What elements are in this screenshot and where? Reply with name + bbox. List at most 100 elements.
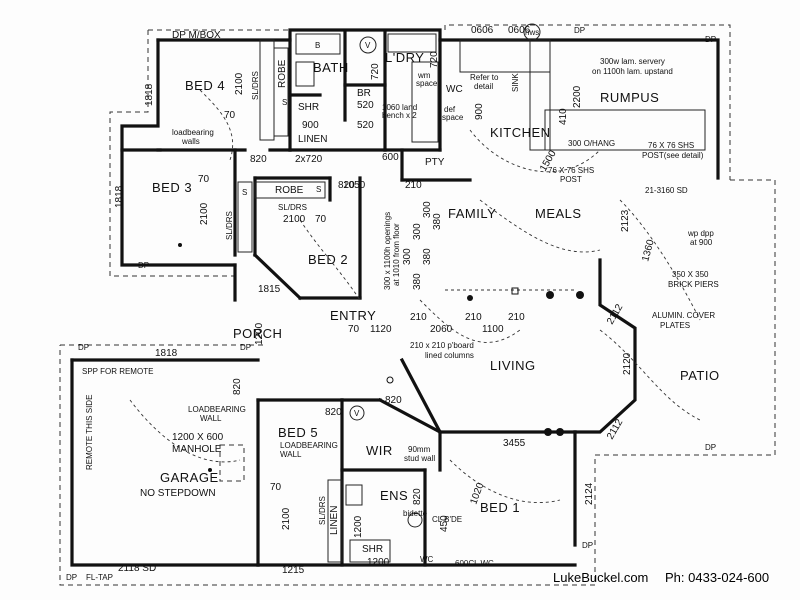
dim-1200: 1200 (367, 557, 390, 568)
note-sldrs-bed2: SL/DRS (278, 203, 307, 212)
room-rumpus: RUMPUS (600, 90, 659, 105)
dim-70: 70 (270, 482, 282, 493)
dp-label: DP (240, 343, 251, 352)
dim-2100: 2100 (283, 214, 306, 225)
note-loadbearing: loadbearing (172, 128, 214, 137)
note-wp-dpp: wp dpp (687, 229, 714, 238)
dim-70: 70 (198, 174, 210, 185)
manhole-outline (219, 444, 245, 482)
dim-0606: 0606 (471, 25, 494, 36)
note-loadbearing-b: walls (181, 137, 200, 146)
dp-label: DP (705, 35, 716, 44)
room-ensuite: ENS (380, 488, 408, 503)
dp-label: DP (705, 443, 716, 452)
note-v2: V (354, 409, 360, 418)
note-fl-tap: FL-TAP (86, 573, 113, 582)
dim-2100: 2100 (281, 507, 292, 530)
note-bidette: bidette (403, 509, 428, 518)
note-openings-b: at 1010 from floor (392, 223, 401, 286)
note-wp-dpp-b: at 900 (690, 238, 713, 247)
note-refer-detail-b: detail (474, 82, 493, 91)
room-bed1: BED 1 (480, 500, 520, 515)
dim-1200: 1200 (353, 515, 364, 538)
room-linen-top: LINEN (298, 134, 327, 145)
dim-720: 720 (370, 63, 381, 80)
electrical-lines (129, 89, 701, 504)
note-loadbearing-bed5-b: WALL (280, 450, 302, 459)
footer-website: LukeBuckel.com (553, 570, 648, 585)
dim-210: 210 (508, 312, 525, 323)
footer-watermark: LukeBuckel.com Ph: 0433-024-600 (553, 570, 769, 585)
hws-symbol (523, 23, 541, 41)
dim-1815: 1815 (258, 284, 281, 295)
note-linen-land-b: bench x 2 (382, 111, 417, 120)
note-wc-bottom: WC (420, 555, 434, 564)
downpipe-labels: DP DP DP DP DP DP DP DP (66, 26, 716, 582)
room-linen-bottom: LINEN (329, 506, 340, 535)
dim-820: 820 (385, 395, 402, 406)
note-s3: S (242, 188, 247, 197)
dim-70: 70 (348, 324, 360, 335)
dim-820: 820 (232, 378, 243, 395)
light-points (178, 243, 584, 472)
note-b: B (315, 41, 320, 50)
room-patio: PATIO (680, 368, 720, 383)
dim-1818: 1818 (144, 83, 155, 106)
note-sldrs-bed3: SL/DRS (225, 211, 234, 240)
room-laundry: L'DRY (385, 50, 424, 65)
room-bed5: BED 5 (278, 425, 318, 440)
note-def-space: def (444, 105, 456, 114)
room-wir: WIR (366, 443, 393, 458)
note-s1: S (282, 98, 287, 107)
dim-380: 380 (422, 248, 433, 265)
dim-2123: 2123 (620, 209, 631, 232)
note-shs-post-b: POST(see detail) (642, 151, 704, 160)
note-cl-bde: CL B'DE (432, 515, 462, 524)
dim-2112: 2112 (605, 302, 625, 327)
dim-1360: 1360 (640, 238, 656, 263)
room-bed2: BED 2 (308, 252, 348, 267)
note-s2: S (316, 185, 321, 194)
note-loadbearing-garage: LOADBEARING (188, 405, 246, 414)
room-bath: BATH (313, 60, 349, 75)
note-servery: 300w lam. servery (600, 57, 665, 66)
note-refer-detail: Refer to (470, 73, 499, 82)
room-porch: PORCH (233, 326, 282, 341)
footer-phone: Ph: 0433-024-600 (665, 570, 769, 585)
dim-380: 380 (412, 273, 423, 290)
note-remote-side: REMOTE THIS SIDE (85, 395, 94, 470)
room-br: BR (357, 88, 371, 99)
note-shs-post2-b: POST (560, 175, 582, 184)
dim-2x720: 2x720 (295, 154, 323, 165)
dim-1215: 1215 (282, 565, 305, 576)
note-manhole: 1200 X 600 (172, 432, 224, 443)
dim-70: 70 (315, 214, 327, 225)
room-pantry: PTY (425, 157, 445, 168)
note-loadbearing-garage-b: WALL (200, 414, 222, 423)
note-dp-mbox: DP M/BOX (172, 30, 221, 41)
note-stud-wall-b: stud wall (404, 454, 435, 463)
note-cover-plates: ALUMIN. COVER (652, 311, 715, 320)
note-ohang: 300 O/HANG (568, 139, 615, 148)
note-shs-post2: 76 X 76 SHS (548, 166, 594, 175)
dim-410: 410 (558, 108, 569, 125)
note-brick-piers-b: BRICK PIERS (668, 280, 719, 289)
room-shower-bottom: SHR (362, 544, 383, 555)
note-cl-wc: 600CL WC (455, 559, 494, 568)
dim-2124: 2124 (584, 482, 595, 505)
note-manhole-b: MANHOLE (172, 444, 222, 455)
note-linen-land: 1060 land (382, 103, 417, 112)
note-cover-plates-b: PLATES (660, 321, 690, 330)
dim-2100: 2100 (199, 202, 210, 225)
fixtures (237, 33, 706, 563)
note-wm-space: wm (417, 71, 431, 80)
dim-820: 820 (338, 180, 355, 191)
dim-820: 820 (412, 488, 423, 505)
dim-520: 520 (357, 120, 374, 131)
room-labels: BED 4 BATH L'DRY RUMPUS BED 3 KITCHEN FA… (140, 50, 720, 555)
note-servery-b: on 1100h lam. upstand (592, 67, 673, 76)
dim-2120: 2120 (622, 352, 633, 375)
dp-label: DP (138, 261, 149, 270)
